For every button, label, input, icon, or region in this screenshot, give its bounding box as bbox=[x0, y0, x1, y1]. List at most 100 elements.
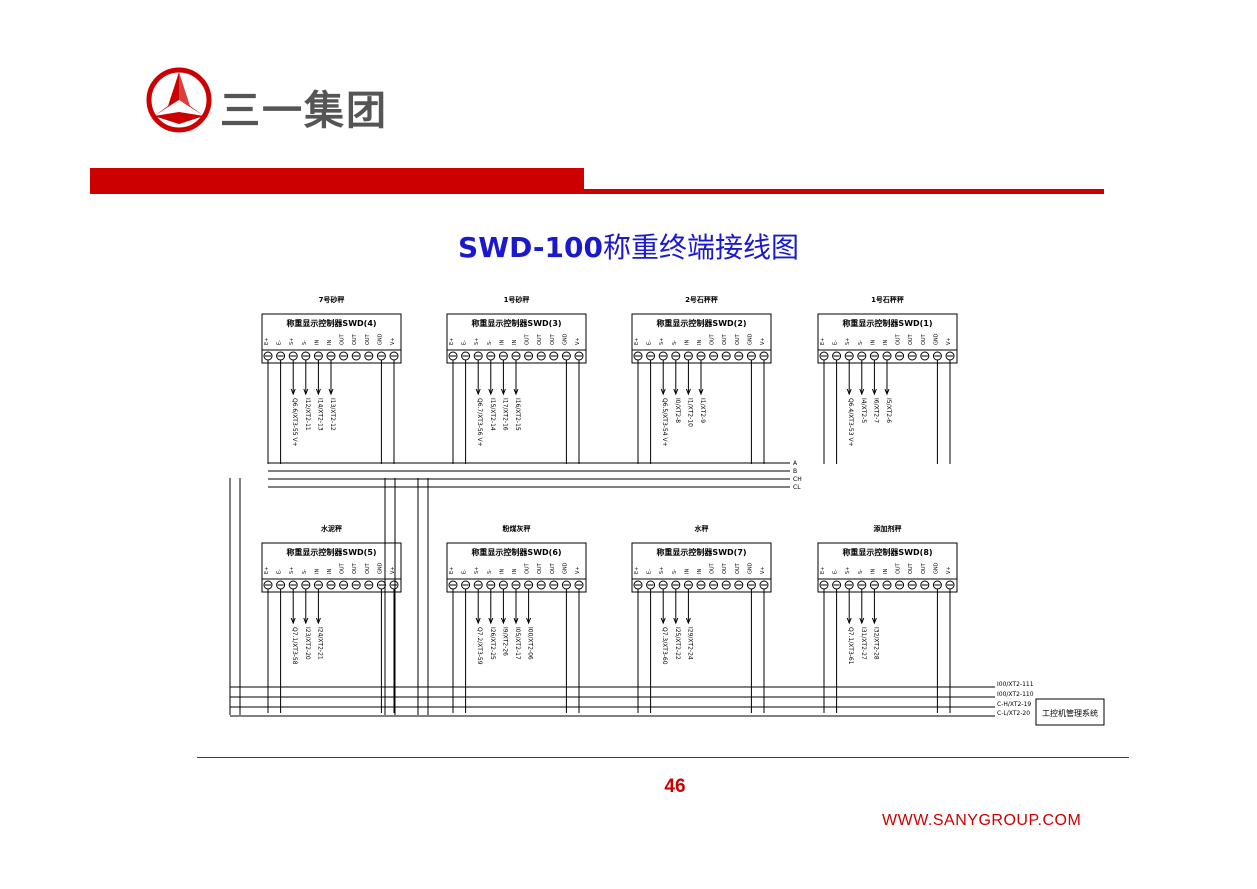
wire-label: I5/XT2-6 bbox=[885, 398, 892, 423]
brand-name: 三一集团 bbox=[220, 88, 388, 134]
terminal-screw-icon bbox=[549, 580, 559, 590]
title-text: 称重终端接线图 bbox=[602, 231, 799, 264]
arrow-icon bbox=[488, 617, 494, 625]
terminal-label: V+ bbox=[946, 566, 952, 574]
wire-label: I29/XT2-24 bbox=[686, 627, 693, 660]
arrow-icon bbox=[328, 388, 334, 396]
arrow-icon bbox=[475, 617, 481, 625]
header-bar-thick bbox=[90, 168, 584, 194]
arrow-icon bbox=[673, 388, 679, 396]
terminal-label: V+ bbox=[946, 337, 952, 345]
terminal-screw-icon bbox=[549, 351, 559, 361]
wire-label: I12/XT2-11 bbox=[304, 398, 311, 431]
wire-label: I13/XT2-12 bbox=[329, 398, 336, 431]
terminal-label: OUT bbox=[525, 333, 531, 345]
terminal-label: E- bbox=[833, 569, 839, 574]
unit-name: 7号砂秤 bbox=[319, 295, 345, 304]
arrow-icon bbox=[303, 617, 309, 625]
terminal-label: OUT bbox=[722, 562, 728, 574]
terminal-screw-icon bbox=[721, 351, 731, 361]
terminal-label: V+ bbox=[760, 337, 766, 345]
arrow-icon bbox=[685, 388, 691, 396]
controller-label: 称重显示控制器SWD(5) bbox=[286, 547, 376, 557]
unit-name: 粉煤灰秤 bbox=[503, 524, 531, 533]
terminal-label: IN bbox=[684, 340, 690, 345]
controller-box bbox=[817, 542, 958, 593]
terminal-screw-icon bbox=[907, 580, 917, 590]
terminal-label: E+ bbox=[820, 338, 826, 345]
terminal-label: E- bbox=[277, 569, 283, 574]
terminal-label: V+ bbox=[760, 566, 766, 574]
wire-label: I16/XT2-15 bbox=[514, 398, 521, 431]
terminal-label: OUT bbox=[550, 562, 556, 574]
terminal-label: S- bbox=[672, 340, 678, 345]
terminal-label: IN bbox=[499, 340, 505, 345]
terminal-label: GND bbox=[747, 562, 753, 574]
website-url: WWW.SANYGROUP.COM bbox=[882, 812, 1082, 829]
terminal-screw-icon bbox=[524, 351, 534, 361]
terminal-label: S+ bbox=[845, 338, 851, 345]
terminal-label: OUT bbox=[921, 333, 927, 345]
terminal-label: IN bbox=[314, 340, 320, 345]
terminal-screw-icon bbox=[536, 580, 546, 590]
terminal-label: OUT bbox=[896, 562, 902, 574]
terminal-label: OUT bbox=[908, 562, 914, 574]
terminal-label: GND bbox=[562, 333, 568, 345]
terminal-label: S+ bbox=[659, 338, 665, 345]
terminal-label: GND bbox=[933, 562, 939, 574]
terminal-screw-icon bbox=[339, 580, 349, 590]
arrow-icon bbox=[315, 388, 321, 396]
terminal-label: S+ bbox=[845, 567, 851, 574]
arrow-icon bbox=[488, 388, 494, 396]
terminal-label: V+ bbox=[390, 566, 396, 574]
bus-label: B bbox=[793, 468, 797, 475]
bus-end-label: I00/XT2-110 bbox=[997, 691, 1034, 698]
terminal-label: V+ bbox=[575, 337, 581, 345]
terminal-label: S+ bbox=[289, 567, 295, 574]
wire-label: I00/XT2-06 bbox=[527, 627, 534, 660]
terminal-label: IN bbox=[314, 569, 320, 574]
terminal-label: OUT bbox=[365, 562, 371, 574]
title-code: SWD-100 bbox=[458, 231, 603, 264]
terminal-label: S- bbox=[858, 340, 864, 345]
arrow-icon bbox=[859, 617, 865, 625]
terminal-label: OUT bbox=[340, 562, 346, 574]
wire-label: Q6.6/XT3-55 V+ bbox=[291, 398, 298, 447]
terminal-label: V+ bbox=[390, 337, 396, 345]
terminal-label: IN bbox=[883, 340, 889, 345]
wire-label: I31/XT2-27 bbox=[860, 627, 867, 660]
terminal-screw-icon bbox=[364, 351, 374, 361]
arrow-icon bbox=[871, 617, 877, 625]
terminal-label: IN bbox=[697, 569, 703, 574]
arrow-icon bbox=[290, 388, 296, 396]
terminal-label: OUT bbox=[365, 333, 371, 345]
terminal-label: V+ bbox=[575, 566, 581, 574]
terminal-label: IN bbox=[870, 340, 876, 345]
unit-name: 水秤 bbox=[695, 524, 709, 533]
terminal-label: IN bbox=[883, 569, 889, 574]
arrow-icon bbox=[871, 388, 877, 396]
controller-label: 称重显示控制器SWD(3) bbox=[471, 318, 561, 328]
terminal-label: E+ bbox=[264, 567, 270, 574]
wire-label: I1/XT2-9 bbox=[699, 398, 706, 423]
terminal-label: OUT bbox=[537, 333, 543, 345]
host-box bbox=[1035, 698, 1105, 726]
wire-label: Q6.7/XT3-56 V+ bbox=[476, 398, 483, 447]
wire-label: Q6.5/XT3-54 V+ bbox=[661, 398, 668, 447]
wire-label: I32/XT2-28 bbox=[872, 627, 879, 660]
terminal-label: S- bbox=[487, 340, 493, 345]
wire-label: I6/XT2-7 bbox=[872, 398, 879, 423]
wire-label: I05/XT2-17 bbox=[514, 627, 521, 660]
terminal-label: OUT bbox=[525, 562, 531, 574]
header-bar-thin bbox=[584, 189, 1104, 194]
arrow-icon bbox=[685, 617, 691, 625]
arrow-icon bbox=[290, 617, 296, 625]
terminal-label: IN bbox=[684, 569, 690, 574]
arrow-icon bbox=[660, 388, 666, 396]
wire-label: I17/XT2-16 bbox=[501, 398, 508, 431]
terminal-screw-icon bbox=[895, 580, 905, 590]
terminal-label: OUT bbox=[908, 333, 914, 345]
unit-name: 2号石秤秤 bbox=[685, 295, 718, 304]
terminal-label: OUT bbox=[352, 333, 358, 345]
